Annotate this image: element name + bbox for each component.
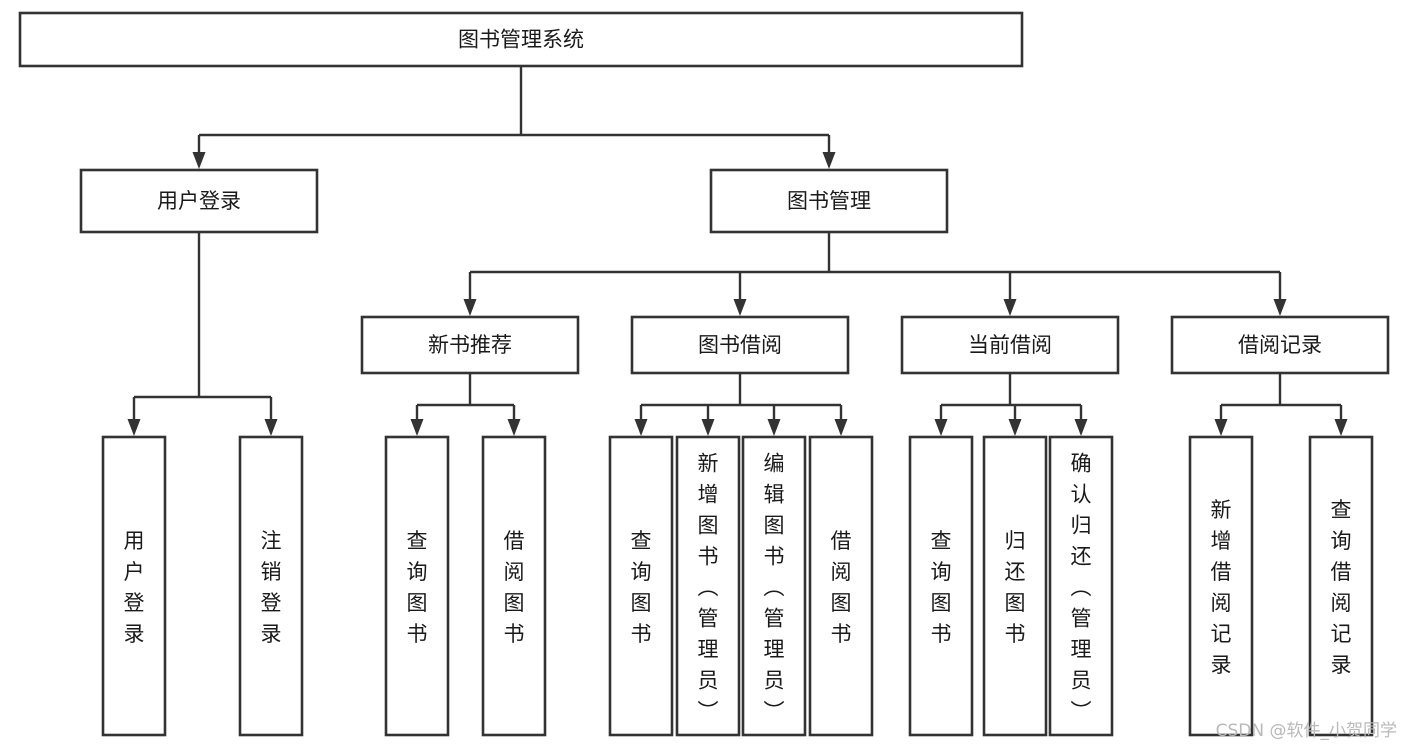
- node-label: 注销登录: [261, 529, 282, 646]
- node-root[interactable]: 图书管理系统: [18, 11, 1024, 68]
- node-label: 新书推荐: [428, 333, 512, 357]
- node-label: 查询图书: [931, 529, 952, 646]
- node-leaf-bor-add[interactable]: 新增图书︵管理员︶: [675, 435, 741, 737]
- node-label: 图书管理系统: [458, 28, 584, 52]
- edge-group-record-bus: [1214, 373, 1348, 436]
- arrow-head-icon: [822, 152, 836, 169]
- node-box-l3-record[interactable]: [1170, 315, 1390, 375]
- nodes-layer: 图书管理系统用户登录图书管理新书推荐图书借阅当前借阅借阅记录用户登录注销登录查询…: [18, 11, 1390, 737]
- node-label: 新增借阅记录: [1211, 498, 1232, 677]
- arrow-head-icon: [1003, 299, 1017, 316]
- node-label: 图书管理: [787, 189, 871, 213]
- edges-layer: [127, 66, 1348, 436]
- arrow-head-icon: [934, 419, 948, 436]
- node-box-leaf-rec-query[interactable]: [384, 435, 450, 737]
- node-leaf-rec-query2[interactable]: 查询借阅记录: [1308, 435, 1374, 737]
- node-box-root[interactable]: [18, 11, 1024, 68]
- node-box-leaf-rec-query2[interactable]: [1308, 435, 1374, 737]
- arrow-head-icon: [1074, 419, 1088, 436]
- edge-group-book-bus: [463, 232, 1287, 316]
- node-leaf-bor-lend[interactable]: 借阅图书: [808, 435, 874, 737]
- arrow-head-icon: [1214, 419, 1228, 436]
- node-box-leaf-bor-lend[interactable]: [808, 435, 874, 737]
- edge-group-root-bus: [192, 66, 836, 169]
- arrow-head-icon: [1334, 419, 1348, 436]
- node-box-leaf-bor-edit[interactable]: [741, 435, 807, 737]
- node-box-leaf-bor-query[interactable]: [608, 435, 674, 737]
- edge-group-borrow-bus: [634, 373, 848, 436]
- node-leaf-rec-query[interactable]: 查询图书: [384, 435, 450, 737]
- node-l2-book[interactable]: 图书管理: [709, 168, 949, 234]
- arrow-head-icon: [192, 152, 206, 169]
- arrow-head-icon: [1008, 419, 1022, 436]
- node-label: 借阅图书: [831, 529, 852, 646]
- arrow-head-icon: [634, 419, 648, 436]
- node-leaf-user-login[interactable]: 用户登录: [101, 435, 167, 737]
- node-leaf-rec-borrow[interactable]: 借阅图书: [481, 435, 547, 737]
- node-leaf-cur-return[interactable]: 归还图书: [982, 435, 1048, 737]
- node-label: 归还图书: [1005, 529, 1026, 646]
- arrow-head-icon: [410, 419, 424, 436]
- node-label: 编辑图书︵管理员︶: [764, 452, 785, 724]
- node-label: 当前借阅: [968, 333, 1052, 357]
- node-box-leaf-cur-return[interactable]: [982, 435, 1048, 737]
- edge-group-current-bus: [934, 373, 1088, 436]
- node-leaf-cur-query[interactable]: 查询图书: [908, 435, 974, 737]
- arrow-head-icon: [1273, 299, 1287, 316]
- node-label: 借阅图书: [504, 529, 525, 646]
- arrow-head-icon: [701, 419, 715, 436]
- node-box-l2-book[interactable]: [709, 168, 949, 234]
- node-l3-current[interactable]: 当前借阅: [900, 315, 1120, 375]
- node-l3-record[interactable]: 借阅记录: [1170, 315, 1390, 375]
- node-leaf-user-logout[interactable]: 注销登录: [238, 435, 304, 737]
- edge-group-recommend-bus: [410, 373, 521, 436]
- node-leaf-bor-edit[interactable]: 编辑图书︵管理员︶: [741, 435, 807, 737]
- node-box-l2-user[interactable]: [79, 168, 319, 234]
- node-label: 用户登录: [157, 189, 241, 213]
- node-leaf-rec-add[interactable]: 新增借阅记录: [1188, 435, 1254, 737]
- arrow-head-icon: [733, 299, 747, 316]
- node-label: 借阅记录: [1238, 333, 1322, 357]
- node-box-leaf-user-logout[interactable]: [238, 435, 304, 737]
- csdn-watermark: CSDN @软件_小贺同学: [1215, 721, 1397, 741]
- node-label: 图书借阅: [698, 333, 782, 357]
- edge-group-user-bus: [127, 232, 278, 436]
- node-l3-recommend[interactable]: 新书推荐: [360, 315, 580, 375]
- node-box-leaf-user-login[interactable]: [101, 435, 167, 737]
- node-box-leaf-rec-add[interactable]: [1188, 435, 1254, 737]
- node-label: 查询借阅记录: [1331, 498, 1352, 677]
- arrow-head-icon: [127, 419, 141, 436]
- node-label: 查询图书: [407, 529, 428, 646]
- node-leaf-bor-query[interactable]: 查询图书: [608, 435, 674, 737]
- node-label: 用户登录: [124, 529, 145, 646]
- arrow-head-icon: [834, 419, 848, 436]
- arrow-head-icon: [767, 419, 781, 436]
- arrow-head-icon: [507, 419, 521, 436]
- arrow-head-icon: [463, 299, 477, 316]
- node-box-l3-current[interactable]: [900, 315, 1120, 375]
- arrow-head-icon: [264, 419, 278, 436]
- node-label: 查询图书: [631, 529, 652, 646]
- node-box-leaf-cur-confirm[interactable]: [1048, 435, 1114, 737]
- node-box-leaf-cur-query[interactable]: [908, 435, 974, 737]
- node-label: 确认归还︵管理员︶: [1071, 452, 1092, 724]
- node-l2-user[interactable]: 用户登录: [79, 168, 319, 234]
- node-box-l3-recommend[interactable]: [360, 315, 580, 375]
- node-leaf-cur-confirm[interactable]: 确认归还︵管理员︶: [1048, 435, 1114, 737]
- node-label: 新增图书︵管理员︶: [698, 452, 719, 724]
- node-l3-borrow[interactable]: 图书借阅: [630, 315, 850, 375]
- node-box-leaf-bor-add[interactable]: [675, 435, 741, 737]
- node-box-leaf-rec-borrow[interactable]: [481, 435, 547, 737]
- node-box-l3-borrow[interactable]: [630, 315, 850, 375]
